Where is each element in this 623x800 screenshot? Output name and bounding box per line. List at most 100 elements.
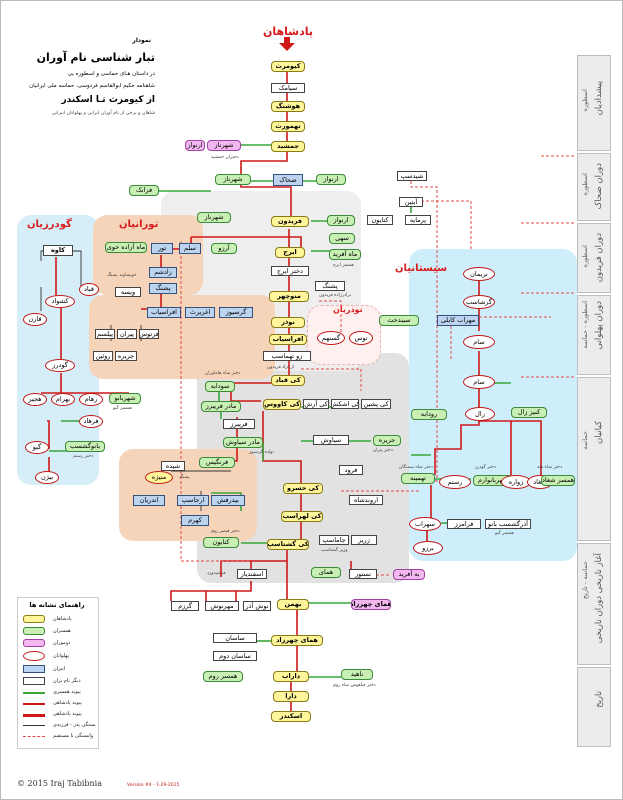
node-katayun2: کتایون: [203, 537, 239, 548]
legend-swatch-royal: [23, 703, 45, 705]
node-siamak: سیامک: [271, 83, 305, 93]
region-title-goodarzian: گودرزیان: [27, 219, 72, 230]
legend-swatch-marriage: [23, 692, 45, 694]
header-line1: در داستان هـای حماسی و اسطوره یی: [67, 71, 155, 77]
node-azargoshasb: آذرگشسب بانو: [485, 519, 531, 529]
node-qaren: قارن: [23, 313, 47, 326]
node-esfandiar: اسفندیار: [237, 569, 267, 579]
node-borzu: برزو: [413, 541, 443, 555]
node-afrasiab: افراسیاب: [147, 307, 181, 318]
node-zavareh: زواره: [501, 475, 531, 489]
node-dara: دارا: [273, 691, 309, 702]
node-hushang: هوشنگ: [271, 101, 305, 112]
era-band-kianian: [577, 377, 611, 541]
node-abtin: آبتین: [399, 197, 423, 207]
royal-line-kavus-khosrow: [262, 411, 302, 489]
legend-swatch-royal2: [23, 714, 45, 717]
legend-swatch-turan: [23, 665, 45, 673]
region-title-nowzarian: نوذریان: [333, 305, 363, 314]
node-afrasiab2: افراسیاب: [269, 334, 307, 345]
legend-title: راهنمای نشانه ها: [29, 601, 85, 609]
node-sarv: سهی: [329, 233, 355, 244]
royal-line-kiqobad-kavus: [230, 382, 287, 402]
node-beh-afarid: به آفرید: [393, 569, 425, 580]
note-azargoshasb: همسر گیو: [495, 531, 514, 536]
note-pashang3: پشنگ: [179, 475, 190, 480]
legend-swatch-wife: [23, 627, 45, 635]
node-gudarz: گودرز: [45, 359, 75, 372]
node-katayun: کتایون: [367, 215, 393, 225]
legend-label-indirect: وابستگی نا مستقیم: [53, 733, 94, 739]
node-shideh: شیده: [161, 461, 185, 471]
dashed-line-nowzar: [319, 300, 342, 341]
node-sudabeh: سودابه: [205, 381, 235, 392]
node-qobad: قباد: [79, 283, 99, 296]
royal-line-goodarz-kids: [41, 373, 129, 394]
header-line4: شاهان و برخی از نام آوران ایرانی و پهلوا…: [51, 111, 155, 116]
era-band-history: [577, 667, 611, 747]
node-manijeh: منیژه: [145, 471, 173, 484]
node-giv: گیو: [25, 441, 49, 454]
node-pilsam: پیلسم: [95, 329, 115, 339]
node-zahhak: ضحاک: [273, 174, 303, 186]
royal-line-zal-rostam: [434, 385, 480, 475]
node-kikhosrow: کی خسرو: [283, 483, 323, 494]
node-kiarash: کی آرش: [303, 399, 329, 409]
node-kipashin: کی پشین: [361, 399, 391, 409]
note-iraj: همسر ایرج: [333, 263, 354, 268]
node-madar-faribarz: مادر فریبرز: [201, 401, 241, 412]
legend-swatch-plain: [23, 677, 45, 685]
era-band-pishdadian: [577, 55, 611, 151]
legend-swatch-king: [23, 615, 45, 623]
node-nowzar: نوذر: [271, 317, 305, 328]
node-iraj-daughter: دختر ایرج: [271, 266, 309, 276]
node-gostahm: گستهم: [317, 331, 345, 345]
node-mah-afarid: ماه آفرید: [329, 249, 361, 260]
royal-line-zavareh-shaghad: [511, 420, 542, 475]
node-ruin: روئین: [93, 351, 113, 361]
node-eskandar: اسکندر: [271, 711, 311, 722]
node-tur-son: ماه آزاده خوی: [105, 242, 147, 253]
node-garsivaz: گرسیوز: [219, 307, 253, 318]
footer-version: Version #4 - 1-29-2015: [127, 783, 180, 788]
node-arnavaz2: ارنواز: [316, 174, 346, 185]
node-tus: توس: [349, 331, 373, 345]
note-pashang1: برادرزاده فریدون: [319, 293, 352, 298]
node-pashang1: پشنگ: [315, 281, 345, 291]
legend-swatch-hero: [23, 651, 45, 661]
note-jarireh: دختر پیران: [373, 448, 393, 453]
node-homay-ch2: همای چهرزاد: [271, 635, 323, 646]
node-nariman: نریمان: [463, 267, 495, 281]
node-homay-chehrzad: همای چهرزاد: [351, 599, 391, 610]
node-sindokht: سیندخت: [379, 315, 419, 326]
node-shidasp: شیدسپ: [397, 171, 427, 181]
node-siavash: سیاوش: [313, 435, 349, 445]
node-andarian: اندریان: [133, 495, 165, 506]
node-nahid: ناهید: [341, 669, 373, 680]
node-shahrnaz1: شهرناز: [207, 140, 241, 151]
node-jamasp: جاماسپ: [319, 535, 349, 545]
node-kilohrasp: کی لهراسب: [281, 511, 323, 522]
node-kaveh: کاوه: [43, 245, 73, 256]
node-faranak: فرانک: [129, 185, 159, 196]
node-salm: سلم: [179, 243, 201, 254]
region-goodarzian: [17, 215, 99, 485]
node-kiqobad: کی قباد: [271, 375, 305, 386]
era-band-historic-start: [577, 543, 611, 665]
node-pashang2: پشنگ: [149, 283, 177, 294]
node-kizal: کنیز زال: [511, 407, 547, 418]
note-sudabeh: دختر شاه هاماوران: [205, 371, 241, 376]
node-bastur: نستور: [349, 569, 377, 579]
royal-line-fereydun-branches: [191, 236, 302, 247]
node-garshasb: گرشاسب: [463, 295, 495, 309]
era-band-zahhak: [577, 153, 611, 221]
kings-label: پادشاهان: [263, 25, 313, 38]
node-viseh: ویسه: [115, 287, 141, 297]
node-sasan: ساسان: [213, 633, 257, 643]
node-kiakhsh: کی اشکش: [331, 399, 359, 409]
node-tur: تور: [151, 243, 173, 254]
node-tahmures: تهمورث: [271, 121, 305, 132]
node-gorazm: گرزم: [171, 601, 199, 611]
note-tahmineh: دختر شاه سمنگان: [399, 465, 433, 470]
